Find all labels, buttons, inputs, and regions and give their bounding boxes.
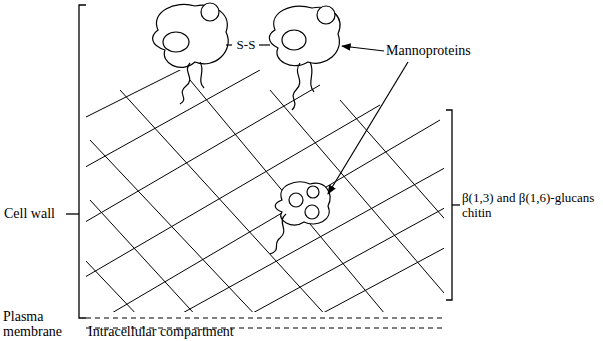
part-label: Plasma membrane xyxy=(3,309,73,339)
bond-label: S-S xyxy=(233,37,259,52)
part-label: Cell wall xyxy=(4,206,66,221)
callout-label: Mannoproteins xyxy=(386,43,496,58)
part-label: Intracellular compartment xyxy=(88,324,388,339)
part-label: β(1,3) and β(1,6)-glucans chitin xyxy=(462,190,600,220)
glucan-chitin-mesh xyxy=(86,70,444,312)
mannoprotein-shapes xyxy=(153,3,340,254)
leader-arrows xyxy=(328,46,408,194)
